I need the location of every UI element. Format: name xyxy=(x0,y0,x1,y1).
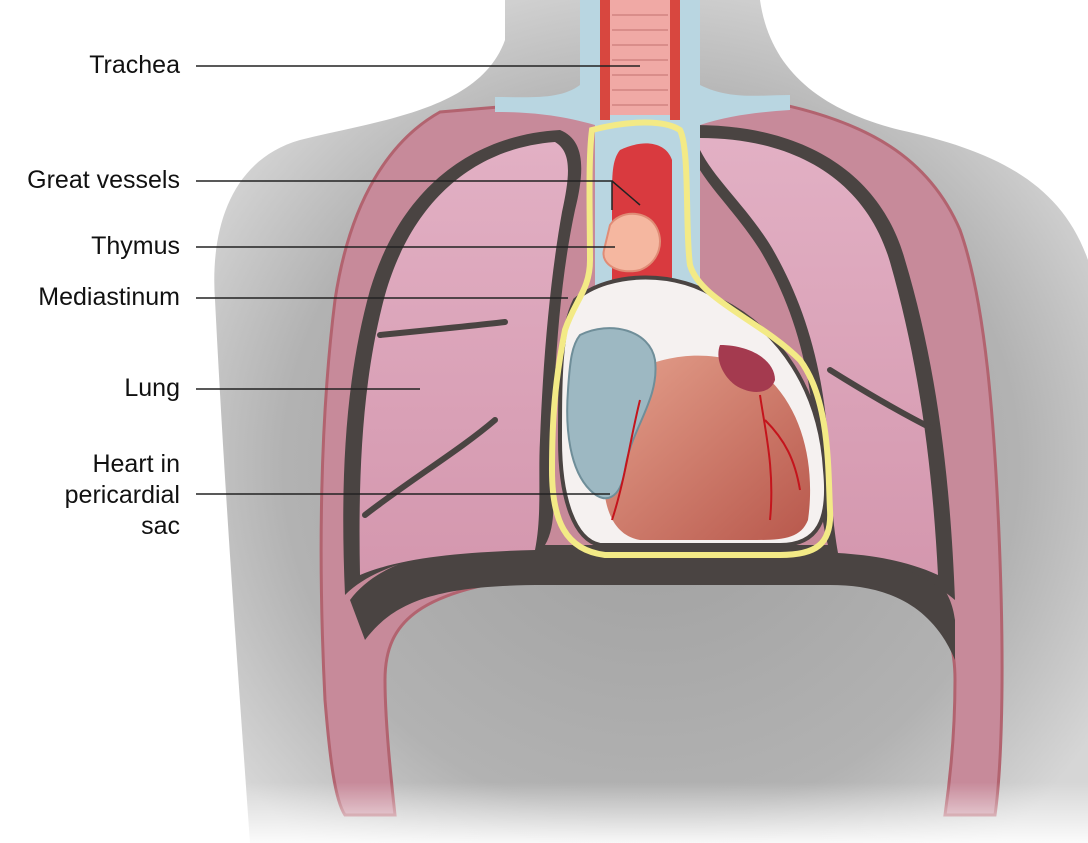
label-lung: Lung xyxy=(124,374,180,402)
right-atrium xyxy=(566,327,657,500)
label-mediastinum: Mediastinum xyxy=(38,283,180,311)
thymus xyxy=(602,212,661,273)
heart xyxy=(557,275,828,547)
label-thymus: Thymus xyxy=(91,232,180,260)
diaphragm-band xyxy=(350,545,955,660)
label-heart-in-pericardial-sac: Heart in pericardial sac xyxy=(64,450,180,540)
lung-left xyxy=(690,125,955,600)
mediastinum-outline xyxy=(548,119,834,558)
label-great-vessels: Great vessels xyxy=(27,166,180,194)
label-trachea: Trachea xyxy=(89,51,180,79)
